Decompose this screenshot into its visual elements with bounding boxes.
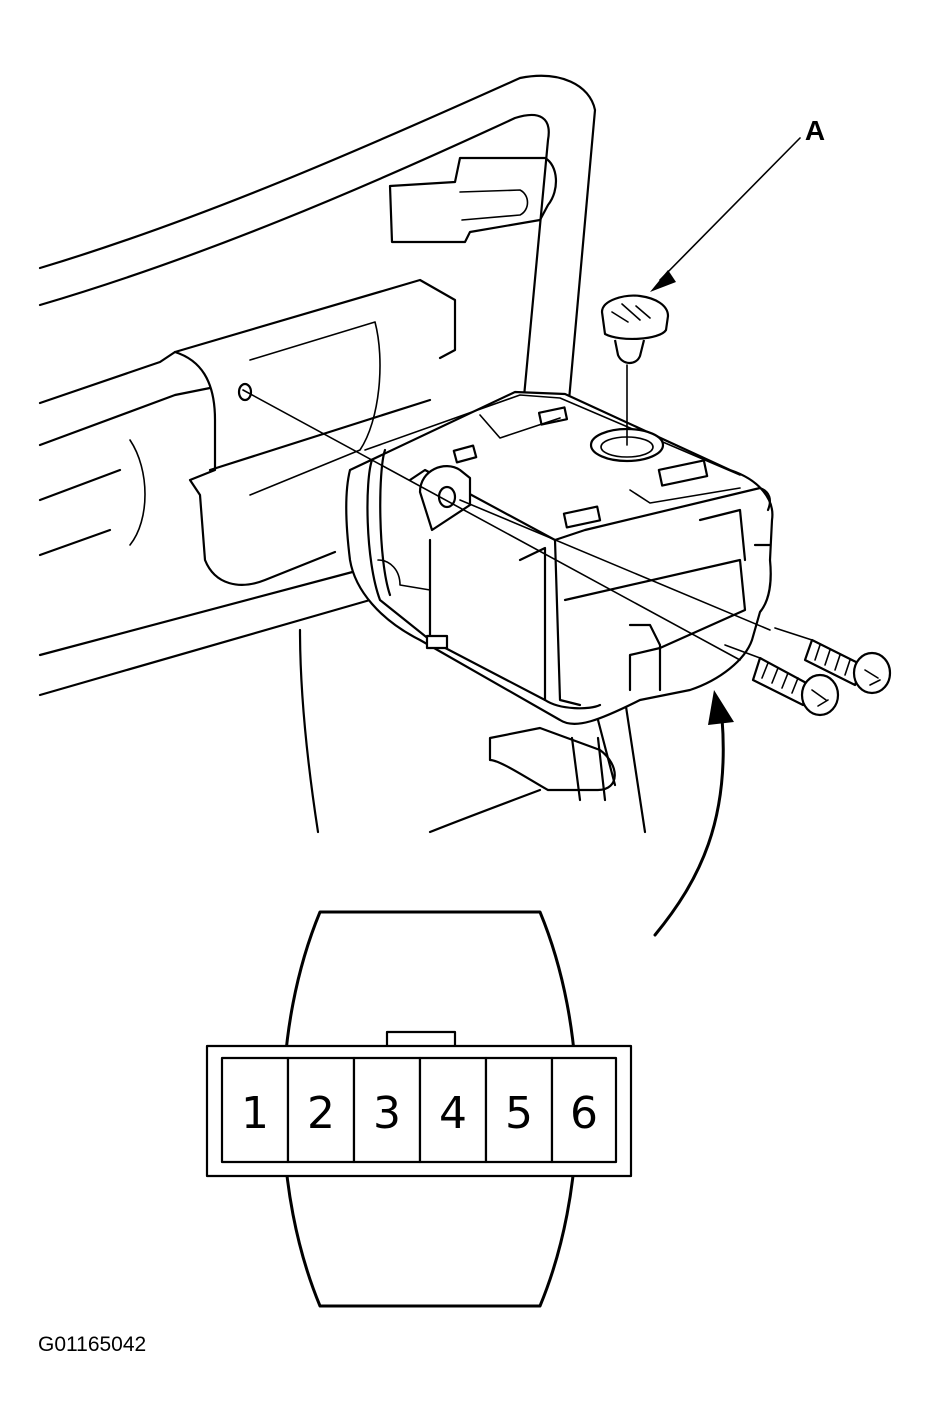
detail-oval xyxy=(281,910,579,1308)
connector-detail-view: 1 2 3 4 5 6 xyxy=(205,910,633,1308)
body-panel xyxy=(38,74,647,834)
callout-arrow-a: A xyxy=(650,115,825,292)
connector-lock-tab xyxy=(385,1030,457,1049)
clip-fastener xyxy=(600,294,670,365)
pin-number: 6 xyxy=(570,1088,598,1139)
connector-pin-numbers: 1 2 3 4 5 6 xyxy=(241,1088,598,1139)
pin-number: 4 xyxy=(439,1088,467,1139)
pin-number: 2 xyxy=(307,1088,335,1139)
figure-code: G01165042 xyxy=(38,1333,146,1356)
panel-hole xyxy=(237,382,253,402)
connector-module xyxy=(345,390,774,725)
pin-number: 5 xyxy=(505,1088,533,1139)
detail-arrow xyxy=(653,690,734,937)
pin-cell xyxy=(418,1056,488,1164)
connector-pin-cells xyxy=(220,1056,618,1164)
screw-upper xyxy=(774,627,892,695)
pin-number: 3 xyxy=(373,1088,401,1139)
pin-number: 1 xyxy=(241,1088,269,1139)
callout-label-a: A xyxy=(805,115,825,146)
pin-cell xyxy=(550,1056,618,1164)
pin-cell xyxy=(352,1056,422,1164)
screw-lower xyxy=(724,644,840,717)
